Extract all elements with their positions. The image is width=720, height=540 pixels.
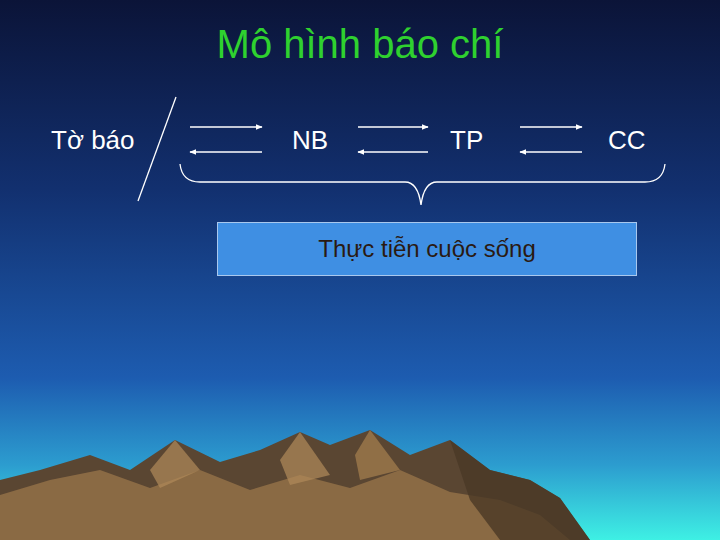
- double-arrow: [520, 127, 582, 152]
- slash-line: [138, 97, 176, 201]
- text-node: CC: [608, 124, 646, 156]
- text-node: Tờ báo: [51, 124, 135, 156]
- mountain-shadow: [450, 440, 590, 540]
- double-arrow: [358, 127, 428, 152]
- mountain-highlight: [355, 430, 400, 480]
- arrow-line: [520, 126, 582, 127]
- node-label: NB: [292, 124, 328, 156]
- node-label: CC: [608, 124, 646, 156]
- arrow-line: [190, 126, 262, 127]
- context-box: Thực tiễn cuộc sống: [217, 222, 637, 276]
- node-label: Tờ báo: [51, 124, 135, 156]
- text-node: NB: [292, 124, 328, 156]
- node-label: TP: [450, 124, 483, 156]
- brace: [180, 164, 665, 205]
- text-node: TP: [450, 124, 483, 156]
- arrow-line: [358, 126, 428, 127]
- diagram-title: Mô hình báo chí: [0, 20, 720, 68]
- mountain-highlight: [280, 432, 330, 485]
- mountain-back: [0, 430, 590, 540]
- double-arrow: [190, 127, 262, 152]
- arrow-line: [358, 151, 428, 152]
- mountain-highlight: [150, 440, 200, 488]
- node-label: Thực tiễn cuộc sống: [318, 234, 536, 264]
- arrow-line: [520, 151, 582, 152]
- arrow-line: [190, 151, 262, 152]
